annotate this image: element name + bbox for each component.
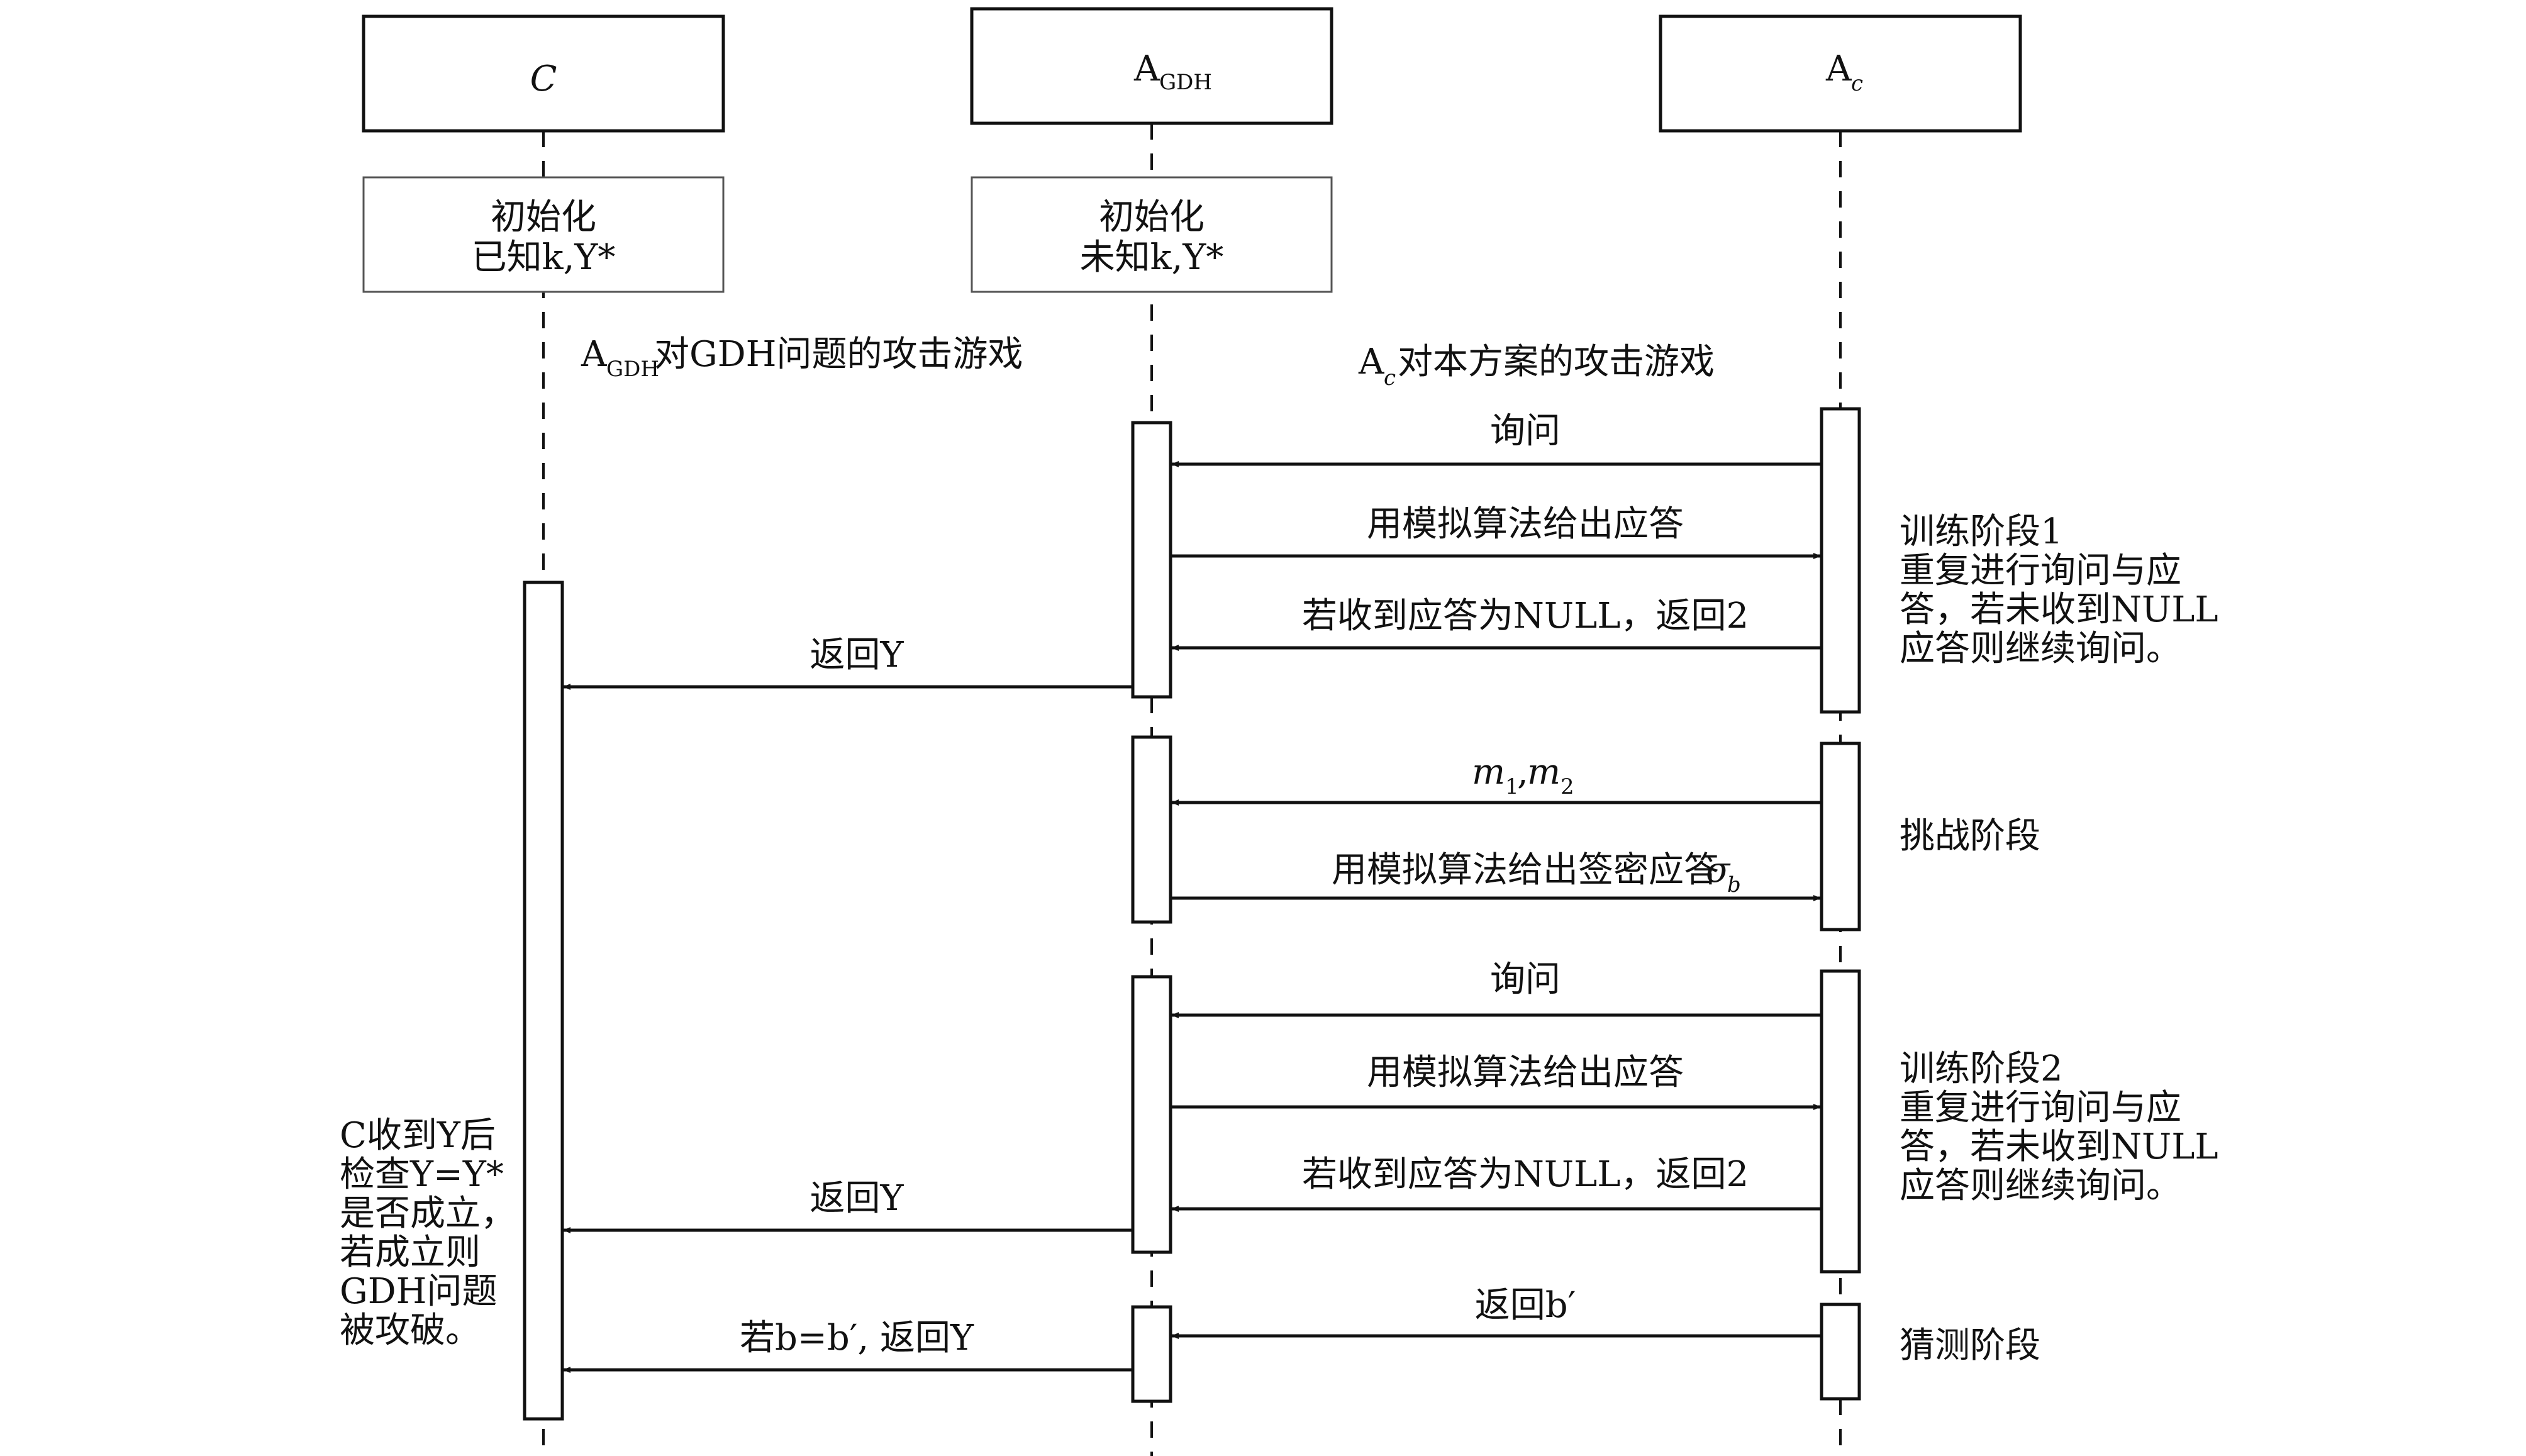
label-null-2: 若收到应答为NULL，返回2 <box>1302 1154 1749 1195</box>
phase-train2-line2: 重复进行询问与应 <box>1900 1087 2181 1128</box>
init-agdh-line2: 未知k,Y* <box>1080 237 1224 278</box>
phase-train1-line2: 重复进行询问与应 <box>1900 550 2181 591</box>
game-title-ac-rest: 对本方案的攻击游戏 <box>1398 342 1715 382</box>
activation-ac-1 <box>1820 407 1861 714</box>
participant-c-name: C <box>530 58 557 99</box>
activation-ac-2 <box>1820 742 1861 931</box>
activation-agdh-4 <box>1131 1305 1172 1403</box>
label-sigma-b: σ b <box>1706 850 1741 897</box>
label-m1m2-m: m <box>1472 752 1505 792</box>
init-c-line2: 已知k,Y* <box>472 237 616 278</box>
init-box-c: 初始化 已知k,Y* <box>362 176 725 293</box>
phase-train1-line1: 训练阶段1 <box>1900 511 2063 552</box>
activation-agdh-1 <box>1131 421 1172 699</box>
label-sigma: σ <box>1706 850 1731 891</box>
label-sigma-sub: b <box>1727 872 1741 897</box>
activation-agdh-3 <box>1131 975 1172 1254</box>
label-m1m2-sub1: 1 <box>1505 774 1519 799</box>
activation-agdh-2 <box>1131 735 1172 924</box>
participant-agdh-sub: GDH <box>1159 70 1212 95</box>
game-title-ac-a: A <box>1358 342 1384 382</box>
label-query-2: 询问 <box>1490 959 1561 1000</box>
game-title-agdh-a: A <box>581 334 607 375</box>
activation-bars <box>523 407 1861 1421</box>
game-title-agdh: A GDH 对GDH问题的攻击游戏 <box>581 334 1023 382</box>
c-note-line2: 检查Y=Y* <box>340 1154 504 1195</box>
participant-ac: A c <box>1659 14 2022 133</box>
label-return-y-2: 返回Y <box>810 1178 904 1219</box>
phase-train1-line3: 答，若未收到NULL <box>1900 589 2218 630</box>
label-return-b: 返回b′ <box>1475 1285 1576 1326</box>
c-note-line5: GDH问题 <box>340 1271 497 1312</box>
init-box-agdh: 初始化 未知k,Y* <box>971 176 1333 293</box>
activation-ac-3 <box>1820 969 1861 1274</box>
phase-train2: 训练阶段2 重复进行询问与应 答，若未收到NULL 应答则继续询问。 <box>1900 1048 2218 1206</box>
phase-guess: 猜测阶段 <box>1900 1325 2040 1366</box>
c-note-line3: 是否成立， <box>340 1193 516 1234</box>
participant-ac-name: A <box>1825 48 1852 89</box>
label-m1m2-m2: m <box>1527 752 1561 792</box>
label-m1m2: m 1 , m 2 <box>1472 752 1574 799</box>
participant-c: C <box>362 14 725 133</box>
c-note-line6: 被攻破。 <box>340 1310 481 1351</box>
c-verification-note: C收到Y后 检查Y=Y* 是否成立， 若成立则 GDH问题 被攻破。 <box>340 1115 516 1351</box>
messages <box>563 461 1822 1373</box>
game-title-agdh-rest: 对GDH问题的攻击游戏 <box>654 334 1023 375</box>
label-signcrypt: 用模拟算法给出签密应答 <box>1332 850 1719 891</box>
participant-ac-sub: c <box>1851 71 1863 96</box>
game-title-ac-sub: c <box>1384 365 1396 391</box>
c-note-line1: C收到Y后 <box>340 1115 496 1156</box>
lifelines <box>542 123 1842 1456</box>
label-m1m2-sub2: 2 <box>1561 774 1574 799</box>
phase-train1: 训练阶段1 重复进行询问与应 答，若未收到NULL 应答则继续询问。 <box>1900 511 2218 669</box>
init-agdh-line1: 初始化 <box>1099 197 1205 238</box>
activation-c <box>523 581 564 1421</box>
label-return-y-1: 返回Y <box>810 635 904 675</box>
label-query-1: 询问 <box>1490 411 1561 452</box>
label-if-return-y: 若b=b′, 返回Y <box>740 1318 974 1359</box>
c-note-line4: 若成立则 <box>340 1232 481 1273</box>
label-sim-1: 用模拟算法给出应答 <box>1367 504 1684 545</box>
phase-train2-line4: 应答则继续询问。 <box>1900 1165 2181 1206</box>
label-sim-2: 用模拟算法给出应答 <box>1367 1052 1684 1093</box>
game-title-ac: A c 对本方案的攻击游戏 <box>1358 342 1715 391</box>
game-title-agdh-sub: GDH <box>606 357 659 382</box>
phase-challenge: 挑战阶段 <box>1900 816 2040 857</box>
activation-ac-4 <box>1820 1303 1861 1401</box>
message-labels: 询问 用模拟算法给出应答 若收到应答为NULL，返回2 返回Y 用模拟算法给出签… <box>740 411 1749 1359</box>
phase-train2-line1: 训练阶段2 <box>1900 1048 2063 1089</box>
phase-train1-line4: 应答则继续询问。 <box>1900 628 2181 669</box>
label-null-1: 若收到应答为NULL，返回2 <box>1302 596 1749 636</box>
init-c-line1: 初始化 <box>491 197 596 238</box>
participant-agdh: A GDH <box>970 7 1333 125</box>
label-m1m2-comma: , <box>1517 752 1528 792</box>
phase-train2-line3: 答，若未收到NULL <box>1900 1126 2218 1167</box>
participant-agdh-name: A <box>1133 48 1160 89</box>
